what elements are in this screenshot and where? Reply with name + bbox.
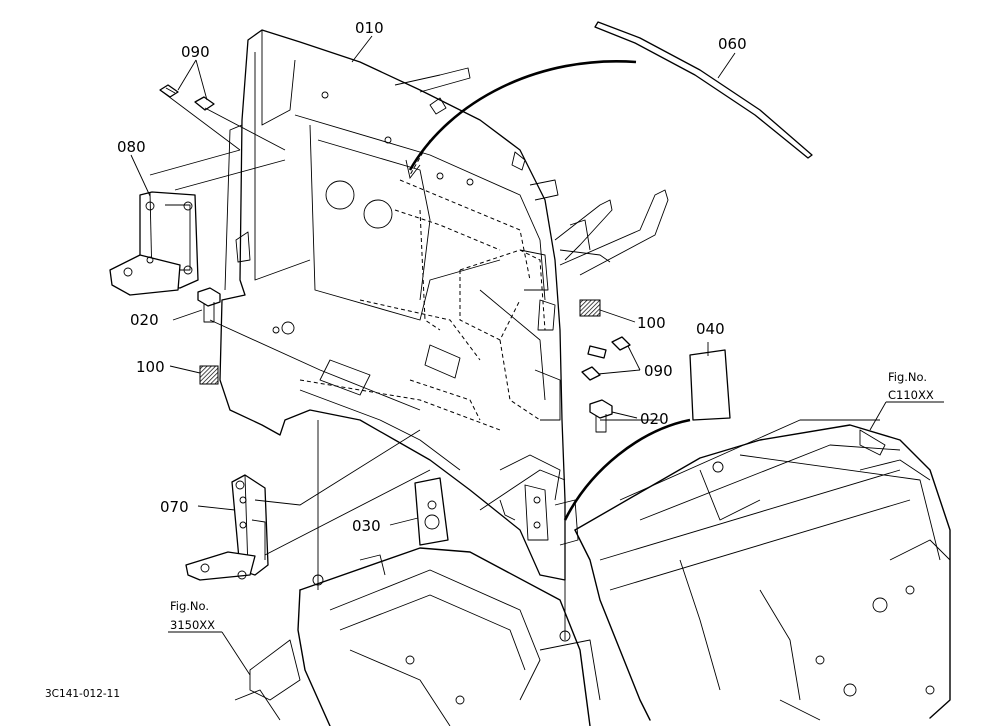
figure-ref-left-code: 3150XX bbox=[170, 618, 215, 632]
figure-ref-left-label: Fig.No. bbox=[170, 599, 209, 613]
label-part-070[interactable]: 070 bbox=[160, 498, 189, 516]
alignment-lines bbox=[149, 89, 660, 640]
lower-housing bbox=[234, 547, 601, 726]
top-brackets bbox=[394, 67, 669, 276]
label-part-090-top[interactable]: 090 bbox=[181, 43, 210, 61]
label-part-100-left[interactable]: 100 bbox=[136, 358, 165, 376]
label-part-060[interactable]: 060 bbox=[718, 35, 747, 53]
drawing-code: 3C141-012-11 bbox=[45, 688, 120, 700]
leader-lines bbox=[130, 35, 736, 526]
figure-ref-left[interactable]: Fig.No. 3150XX bbox=[168, 599, 251, 676]
bracket-080 bbox=[109, 191, 199, 296]
figure-ref-right[interactable]: Fig.No. C110XX bbox=[869, 370, 944, 431]
hidden-lines bbox=[299, 179, 546, 431]
label-part-020-left[interactable]: 020 bbox=[130, 311, 159, 329]
figure-ref-right-code: C110XX bbox=[888, 388, 934, 402]
plate-030 bbox=[414, 477, 449, 546]
strip-060 bbox=[594, 21, 813, 159]
transmission-housing bbox=[574, 419, 951, 721]
main-panel-010 bbox=[219, 29, 579, 581]
figure-ref-right-label: Fig.No. bbox=[888, 370, 927, 384]
label-part-020-right[interactable]: 020 bbox=[640, 410, 669, 428]
assembly-arrows bbox=[405, 59, 691, 521]
bolts bbox=[159, 84, 631, 433]
bolt-020-b bbox=[589, 399, 613, 433]
label-part-080[interactable]: 080 bbox=[117, 138, 146, 156]
bracket-070 bbox=[185, 474, 269, 581]
label-part-100-right[interactable]: 100 bbox=[637, 314, 666, 332]
rubber-100-left bbox=[199, 365, 219, 385]
label-part-030[interactable]: 030 bbox=[352, 517, 381, 535]
label-part-090-right[interactable]: 090 bbox=[644, 362, 673, 380]
rubber-100-right bbox=[579, 299, 601, 317]
label-part-010[interactable]: 010 bbox=[355, 19, 384, 37]
pad-040 bbox=[689, 349, 731, 421]
bolt-090-b bbox=[581, 336, 631, 381]
bolt-020-a bbox=[197, 287, 221, 323]
label-part-040[interactable]: 040 bbox=[696, 320, 725, 338]
